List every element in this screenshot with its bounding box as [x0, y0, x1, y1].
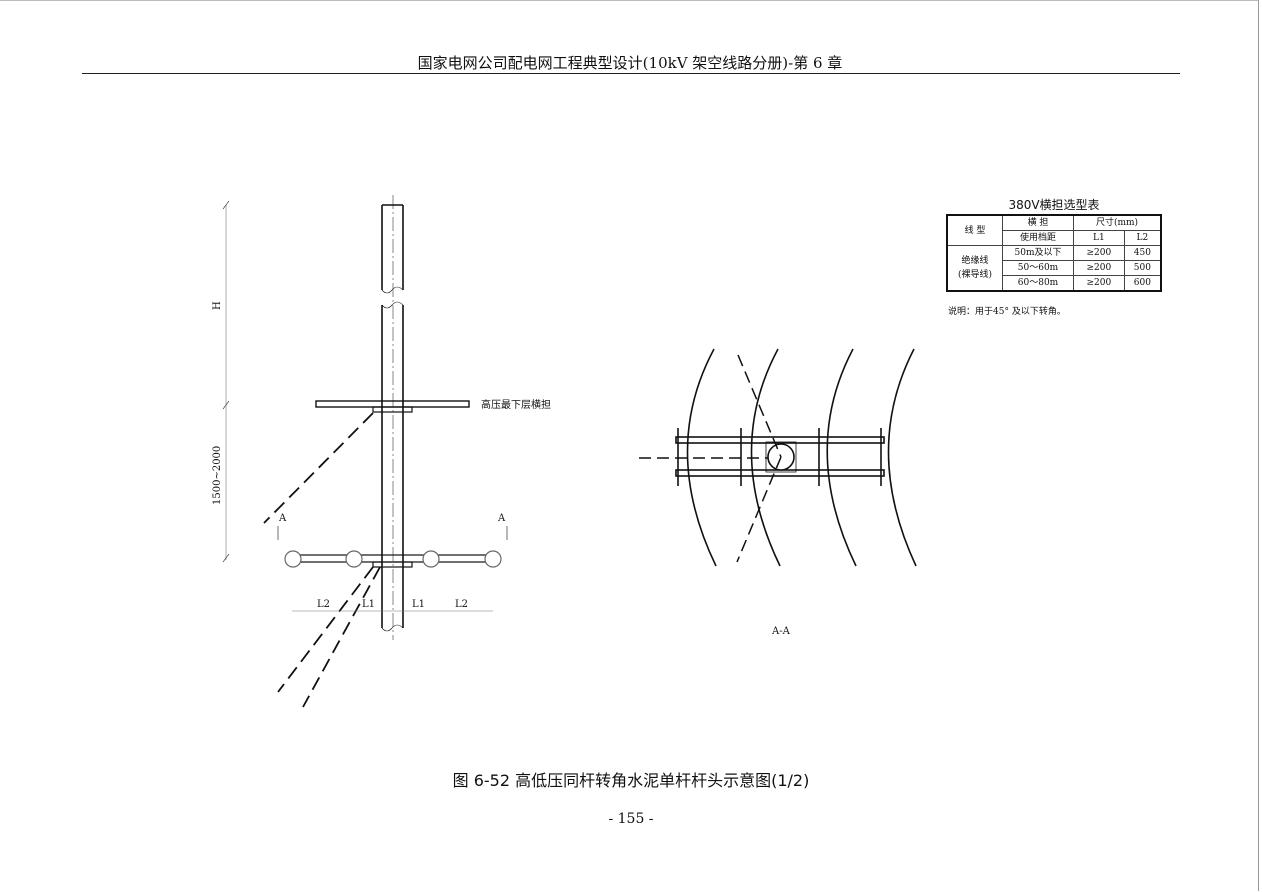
- page-header: 国家电网公司配电网工程典型设计(10kV 架空线路分册)-第 6 章: [417, 54, 843, 72]
- table-note: 说明：用于45° 及以下转角。: [948, 307, 1066, 317]
- cell-l2: 600: [1123, 275, 1162, 292]
- dim-spacing-label: 1500~2000: [212, 446, 223, 505]
- figure-caption: 图 6-52 高低压同杆转角水泥单杆杆头示意图(1/2): [452, 771, 810, 790]
- row-group-line1: 绝缘线: [961, 256, 989, 266]
- th-crossarm: 横 担: [1002, 214, 1074, 231]
- section-view: [675, 348, 917, 567]
- table-row: 绝缘线 (裸导线) 50m及以下 ≥200 450: [946, 245, 1162, 292]
- section-mark-right: A: [497, 513, 506, 524]
- cell-l1: ≥200: [1073, 260, 1125, 276]
- hv-clamp: [372, 406, 413, 413]
- cell-l2: 500: [1123, 260, 1162, 276]
- th-span: 使用档距: [1002, 230, 1074, 246]
- cell-span: 50m及以下: [1002, 245, 1074, 261]
- cell-span: 60～80m: [1002, 275, 1074, 292]
- dim-l2-left: L2: [317, 599, 330, 610]
- row-group-label: 绝缘线 (裸导线): [946, 245, 1003, 292]
- section-wires-dashed: [639, 354, 782, 563]
- section-mark-left: A: [278, 513, 287, 524]
- cell-l2: 450: [1123, 245, 1162, 261]
- table-row: 60～80m ≥200 600: [947, 275, 1162, 292]
- cell-span: 50～60m: [1002, 260, 1074, 276]
- table-row: 50～60m ≥200 500: [947, 260, 1162, 276]
- crossarm-label: 高压最下层横担: [481, 398, 551, 411]
- row-group-line2: (裸导线): [957, 270, 993, 280]
- th-l1: L1: [1073, 230, 1125, 246]
- dim-l2-right: L2: [455, 599, 468, 610]
- header-rule: [82, 73, 1180, 74]
- table-title: 380V横担选型表: [1008, 198, 1100, 212]
- dim-l1-left: L1: [362, 599, 375, 610]
- dim-l1-right: L1: [412, 599, 425, 610]
- th-line-type: 线 型: [946, 214, 1003, 246]
- section-label: A-A: [771, 626, 791, 637]
- cell-l1: ≥200: [1073, 245, 1125, 261]
- lv-crossarm: [284, 550, 502, 568]
- wires-dashed: [263, 412, 381, 708]
- th-size: 尺寸(mm): [1073, 214, 1162, 231]
- crossarm-selection-table: 线 型 横 担 尺寸(mm) 使用档距 L1 L2 绝缘线 (裸导线) 50m及…: [946, 214, 1162, 292]
- dim-h-label: H: [212, 301, 223, 310]
- page-number: - 155 -: [608, 811, 654, 827]
- cell-l1: ≥200: [1073, 275, 1125, 292]
- th-l2: L2: [1123, 230, 1162, 246]
- dimension-line-vertical: [222, 200, 230, 563]
- hv-crossarm: [315, 400, 470, 408]
- pole: [381, 204, 404, 632]
